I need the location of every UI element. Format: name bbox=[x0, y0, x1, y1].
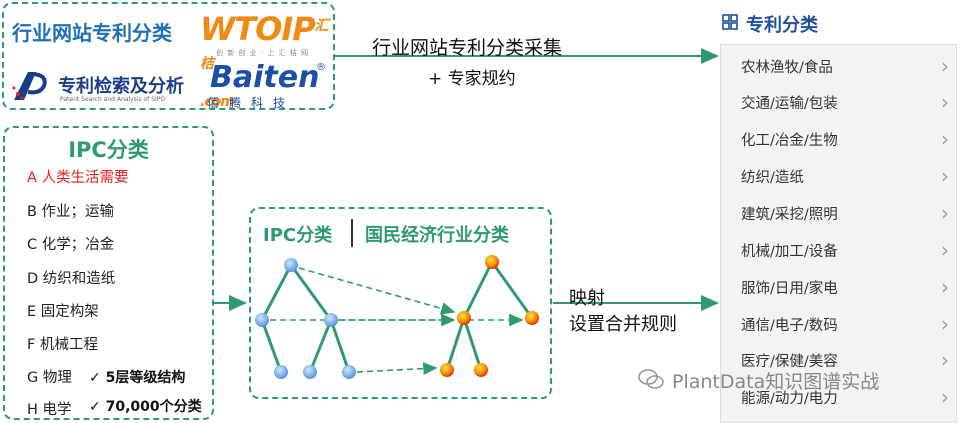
baiten-reg-mark: ® bbox=[316, 62, 326, 73]
category-panel-title: 专利分类 bbox=[746, 15, 818, 36]
category-item[interactable]: 建筑/采挖/照明 › bbox=[741, 201, 949, 225]
category-item[interactable]: 纺织/造纸 › bbox=[741, 164, 949, 188]
category-item-label: 能源/动力/电力 bbox=[741, 391, 838, 407]
patent-search-logo-name: 专利检索及分析 bbox=[58, 76, 184, 97]
category-item-label: 建筑/采挖/照明 bbox=[741, 207, 838, 223]
category-item[interactable]: 化工/冶金/生物 › bbox=[741, 127, 949, 151]
chevron-right-icon: › bbox=[941, 275, 949, 299]
category-item-label: 交通/运输/包装 bbox=[741, 96, 838, 112]
wtoip-com-text: .com bbox=[200, 94, 235, 110]
category-item[interactable]: 交通/运输/包装 › bbox=[741, 90, 949, 114]
category-item[interactable]: 能源/动力/电力 › bbox=[741, 385, 949, 409]
category-item[interactable]: 服饰/日用/家电 › bbox=[741, 275, 949, 299]
industry-sites-box: 行业网站专利分类 WTOIP汇桔 .com 创 新 创 业 · 上 汇 桔 网 专… bbox=[2, 2, 335, 110]
chevron-right-icon: › bbox=[941, 238, 949, 262]
ipc-item-h: H 电学 bbox=[27, 402, 72, 418]
ipc-item-e: E 固定构架 bbox=[27, 304, 99, 320]
ipc-tree bbox=[260, 264, 351, 373]
category-item-label: 化工/冶金/生物 bbox=[741, 133, 838, 149]
ipc-box: IPC分类 A 人类生活需要 B 作业；运输 C 化学；冶金 D 纺织和造纸 E… bbox=[3, 126, 214, 420]
ipc-item-f: F 机械工程 bbox=[27, 337, 98, 353]
wtoip-suffix-text: 汇桔 bbox=[200, 18, 329, 72]
mapping-right-title: 国民经济行业分类 bbox=[365, 225, 509, 246]
category-item[interactable]: 机械/加工/设备 › bbox=[741, 238, 949, 262]
chevron-right-icon: › bbox=[941, 127, 949, 151]
patent-search-logo-en: Patent Search and Analysis of SIPO bbox=[60, 96, 166, 103]
arrow-bottom-caption-2: 设置合并规则 bbox=[569, 314, 677, 335]
patent-search-logo-icon bbox=[12, 72, 47, 100]
arrow-top-caption-1: 行业网站专利分类采集 bbox=[372, 37, 563, 59]
ipc-tree-nodes bbox=[255, 258, 356, 379]
category-item[interactable]: 农林渔牧/食品 › bbox=[741, 54, 949, 78]
wtoip-logo-main: WTOIP bbox=[200, 10, 316, 48]
chevron-right-icon: › bbox=[941, 201, 949, 225]
chevron-right-icon: › bbox=[941, 385, 949, 409]
category-item[interactable]: 医疗/保健/美容 › bbox=[741, 348, 949, 372]
category-item-label: 纺织/造纸 bbox=[741, 170, 804, 186]
wechat-icon bbox=[638, 369, 664, 389]
wtoip-tagline: 创 新 创 业 · 上 汇 桔 网 bbox=[216, 49, 310, 57]
industry-sites-title: 行业网站专利分类 bbox=[12, 21, 172, 45]
wtoip-logo-suffix: 汇桔 .com bbox=[200, 18, 329, 110]
chevron-right-icon: › bbox=[941, 54, 949, 78]
category-item-label: 医疗/保健/美容 bbox=[741, 354, 838, 370]
industry-tree bbox=[445, 261, 534, 371]
mapping-title-divider bbox=[351, 219, 353, 247]
wtoip-logo: WTOIP汇桔 .com bbox=[200, 10, 333, 124]
category-panel: 农林渔牧/食品 › 交通/运输/包装 › 化工/冶金/生物 › 纺织/造纸 › 建筑/采… bbox=[720, 44, 957, 423]
category-item-label: 农林渔牧/食品 bbox=[741, 60, 833, 76]
chevron-right-icon: › bbox=[941, 312, 949, 336]
industry-tree-nodes bbox=[440, 255, 539, 377]
check-levels: ✓ 5层等级结构 bbox=[87, 367, 188, 387]
mapping-dashed-arrows bbox=[270, 267, 524, 376]
mapping-box: IPC分类 国民经济行业分类 bbox=[249, 207, 552, 399]
ipc-item-g: G 物理 bbox=[27, 370, 72, 386]
baiten-logo: Baiten bbox=[210, 60, 320, 95]
check-count: ✓ 70,000个分类 bbox=[87, 396, 204, 416]
grid-icon bbox=[722, 14, 738, 30]
arrow-bottom-caption-1: 映射 bbox=[569, 288, 605, 309]
chevron-right-icon: › bbox=[941, 90, 949, 114]
category-item[interactable]: 通信/电子/数码 › bbox=[741, 312, 949, 336]
category-item-label: 服饰/日用/家电 bbox=[741, 281, 838, 297]
chevron-right-icon: › bbox=[941, 348, 949, 372]
ipc-item-b: B 作业；运输 bbox=[27, 204, 115, 220]
ipc-item-a: A 人类生活需要 bbox=[27, 170, 129, 186]
ipc-item-d: D 纺织和造纸 bbox=[27, 271, 116, 287]
ipc-item-c: C 化学；冶金 bbox=[27, 237, 115, 253]
chevron-right-icon: › bbox=[941, 164, 949, 188]
arrow-top-caption-2: + 专家规约 bbox=[428, 69, 516, 89]
category-item-label: 机械/加工/设备 bbox=[741, 244, 838, 260]
baiten-logo-cn: 佰腾科技 bbox=[207, 96, 296, 110]
mapping-left-title: IPC分类 bbox=[263, 225, 333, 246]
category-item-label: 通信/电子/数码 bbox=[741, 318, 838, 334]
watermark: PlantData知识图谱实战 bbox=[672, 371, 880, 393]
ipc-box-title: IPC分类 bbox=[68, 138, 149, 162]
